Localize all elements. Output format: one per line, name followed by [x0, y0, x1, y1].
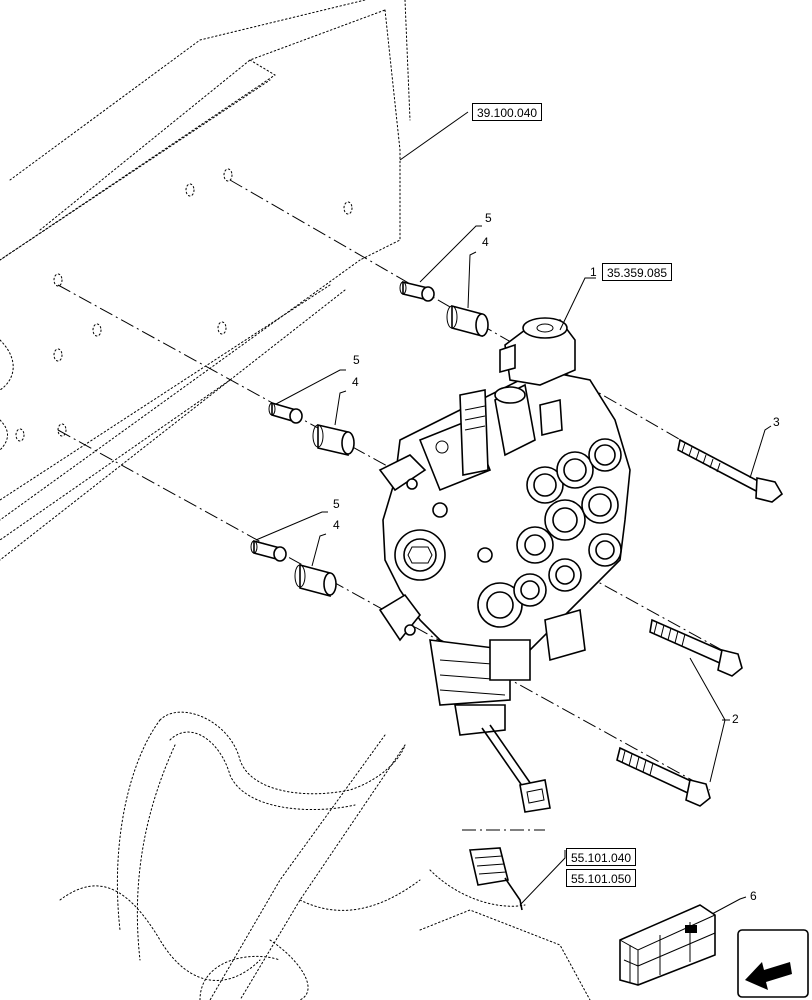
callout-1: 1 — [590, 265, 597, 279]
bushing-5-top — [399, 280, 435, 302]
callout-3: 3 — [773, 415, 780, 429]
callout-5-mid: 5 — [353, 353, 360, 367]
callout-5-top: 5 — [485, 211, 492, 225]
reference-label-harness-b[interactable]: 55.101.050 — [566, 869, 637, 887]
control-valve — [378, 317, 631, 736]
bolt-3 — [677, 438, 784, 503]
leader-lines — [255, 111, 772, 915]
frame-outline — [0, 0, 411, 561]
callout-4-bottom: 4 — [333, 518, 340, 532]
bolt-2-upper — [649, 618, 743, 677]
callout-6: 6 — [750, 889, 757, 903]
bushing-5-bottom — [250, 539, 287, 562]
callout-4-top: 4 — [482, 235, 489, 249]
bushing-5-mid — [268, 401, 303, 424]
bolt-2-lower — [616, 746, 711, 807]
harness-plug — [469, 847, 523, 911]
callout-2: 2 — [732, 712, 739, 726]
spacer-4-top — [446, 304, 489, 338]
reference-label-frame[interactable]: 39.100.040 — [472, 103, 543, 121]
harness-outline — [59, 711, 591, 1000]
spacer-4-bottom — [294, 563, 337, 598]
parts-box-icon — [619, 904, 716, 986]
reference-label-valve[interactable]: 35.359.085 — [602, 263, 673, 281]
navigation-arrow-icon — [737, 929, 809, 998]
callout-5-bottom: 5 — [333, 497, 340, 511]
callout-4-mid: 4 — [352, 375, 359, 389]
spacer-4-mid — [312, 423, 355, 457]
reference-label-harness-a[interactable]: 55.101.040 — [566, 848, 637, 866]
valve-connector — [481, 724, 551, 813]
